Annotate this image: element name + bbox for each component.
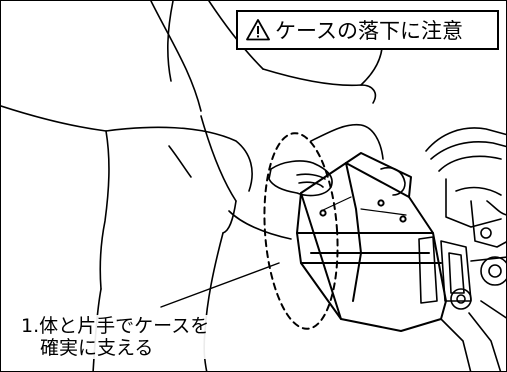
caption-line-2: 確実に支える (40, 337, 154, 359)
instruction-caption: 1.体と片手でケースを 確実に支える (21, 315, 210, 359)
caption-number: 1. (21, 315, 40, 337)
warning-text: ケースの落下に注意 (275, 19, 463, 43)
caption-text-1: 体と片手でケースを (39, 315, 210, 337)
hard-case (296, 152, 447, 332)
motorcycle-parts (418, 127, 506, 371)
caption-leader-line (160, 262, 280, 308)
warning-triangle-icon (246, 19, 270, 41)
caption-line-1: 1.体と片手でケースを (21, 315, 209, 337)
highlight-ellipse (263, 132, 339, 330)
warning-label: ケースの落下に注意 (236, 10, 499, 50)
